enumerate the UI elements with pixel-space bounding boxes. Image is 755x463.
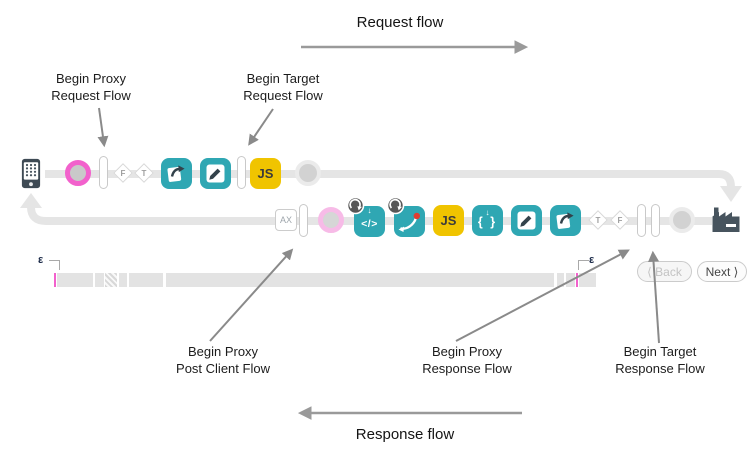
begin-proxy-response-flow-step[interactable] xyxy=(637,204,646,237)
condition-letter: F xyxy=(617,216,623,225)
label-line: Response Flow xyxy=(615,360,705,376)
timeline-segment xyxy=(166,273,554,287)
factory-target-icon[interactable] xyxy=(711,206,741,232)
timeline-bracket-left xyxy=(49,260,60,270)
timeline-marker xyxy=(576,273,578,287)
assign-message-policy-icon[interactable] xyxy=(511,205,542,236)
assign-message-policy-icon[interactable] xyxy=(200,158,231,189)
timeline-marker xyxy=(54,273,56,287)
label-line: Request Flow xyxy=(243,87,323,103)
javascript-policy-icon[interactable]: JS xyxy=(433,205,464,236)
javascript-policy-icon[interactable]: JS xyxy=(250,158,281,189)
begin-proxy-response-flow-label: Begin Proxy Response Flow xyxy=(402,344,532,377)
response-track xyxy=(27,206,712,225)
back-button[interactable]: ⟨ Back xyxy=(637,261,692,282)
down-arrow-icon: ↓ xyxy=(367,206,372,215)
begin-target-response-flow-step[interactable] xyxy=(651,204,660,237)
extract-variables-policy-icon[interactable]: { } ↓ xyxy=(472,205,503,236)
begin-proxy-post-client-flow-step[interactable] xyxy=(299,204,308,237)
braces-label: { } xyxy=(477,215,498,229)
code-policy-icon[interactable]: </> ↓ xyxy=(346,196,385,237)
label-line: Begin Target xyxy=(246,71,320,86)
code-label: </> xyxy=(361,217,378,230)
proxy-start-circle[interactable] xyxy=(65,160,91,186)
label-line: Post Client Flow xyxy=(176,360,270,376)
js-label: JS xyxy=(440,213,457,228)
timeline-segment-hatched xyxy=(105,273,117,287)
timeline-segment xyxy=(129,273,163,287)
timeline-segment xyxy=(95,273,104,287)
begin-target-request-flow-step[interactable] xyxy=(237,156,246,189)
response-track-arrowhead-icon xyxy=(20,193,42,208)
js-label: JS xyxy=(257,166,274,181)
label-line: Begin Target xyxy=(623,344,697,359)
response-start-circle[interactable] xyxy=(318,207,344,233)
timeline-segment xyxy=(119,273,127,287)
condition-diamond-false[interactable]: F xyxy=(610,210,630,230)
label-line: Begin Proxy xyxy=(431,344,503,359)
analytics-badge-icon[interactable]: AX xyxy=(275,209,297,231)
epsilon-left-label: ε xyxy=(38,254,44,266)
begin-target-request-flow-label: Begin Target Request Flow xyxy=(218,71,348,104)
request-track xyxy=(45,170,735,188)
timeline-segment xyxy=(557,273,564,287)
down-arrow-icon: ↓ xyxy=(485,208,490,217)
callout-policy-icon[interactable] xyxy=(161,158,192,189)
condition-diamond-true[interactable]: T xyxy=(588,210,608,230)
route-policy-icon[interactable] xyxy=(386,196,425,237)
condition-diamond-false[interactable]: F xyxy=(113,163,133,183)
response-flow-circle[interactable] xyxy=(669,207,695,233)
request-flow-title: Request flow xyxy=(356,14,444,31)
condition-letter: T xyxy=(141,169,147,178)
condition-diamond-true[interactable]: T xyxy=(134,163,154,183)
label-line: Request Flow xyxy=(51,87,131,103)
label-line: Begin Proxy xyxy=(55,71,127,86)
analytics-label: AX xyxy=(279,215,292,225)
label-line: Begin Proxy xyxy=(187,344,259,359)
next-button[interactable]: Next ⟩ xyxy=(697,261,747,282)
begin-target-response-flow-label: Begin Target Response Flow xyxy=(595,344,725,377)
rotate-badge-icon xyxy=(386,196,405,215)
condition-letter: F xyxy=(120,169,126,178)
begin-proxy-request-flow-step[interactable] xyxy=(99,156,108,189)
rotate-badge-icon xyxy=(346,196,365,215)
epsilon-right-label: ε xyxy=(589,254,595,266)
response-flow-title: Response flow xyxy=(355,426,455,443)
label-line: Response Flow xyxy=(422,360,512,376)
begin-proxy-request-flow-label: Begin Proxy Request Flow xyxy=(26,71,156,104)
mobile-client-icon[interactable] xyxy=(21,158,41,189)
target-flow-circle[interactable] xyxy=(295,160,321,186)
condition-letter: T xyxy=(595,216,601,225)
callout-policy-icon[interactable] xyxy=(550,205,581,236)
timeline-segment xyxy=(566,273,575,287)
timeline-segment xyxy=(57,273,93,287)
request-track-arrowhead-icon xyxy=(720,186,742,202)
begin-proxy-post-client-flow-label: Begin Proxy Post Client Flow xyxy=(158,344,288,377)
timeline-bracket-right xyxy=(578,260,589,270)
timeline-segment xyxy=(579,273,596,287)
